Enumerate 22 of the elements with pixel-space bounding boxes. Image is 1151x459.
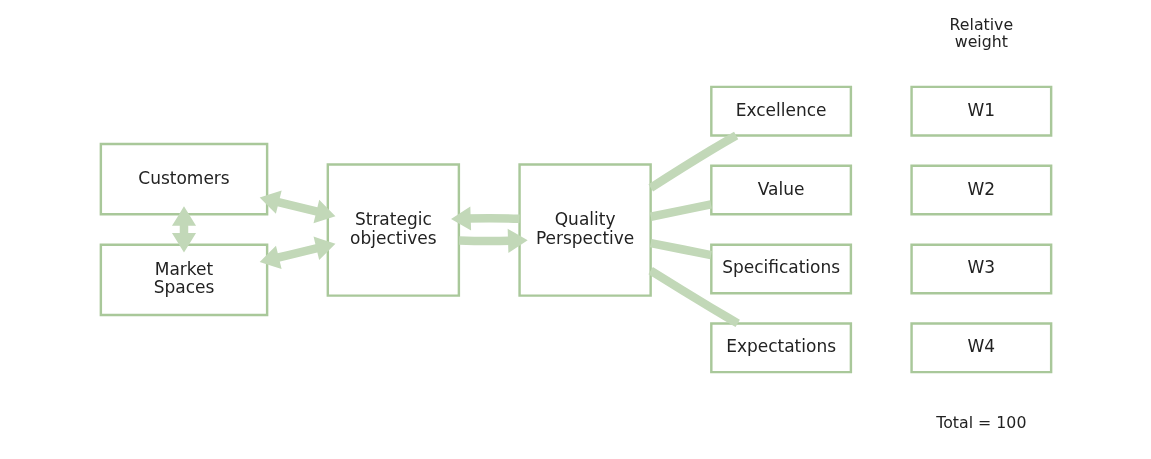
node-box: Value [709,164,852,216]
arrow [450,206,520,231]
node-box: Quality Perspective [517,163,652,297]
arrow [171,206,196,253]
node-box: W2 [909,164,1052,216]
node-box: W3 [909,243,1052,295]
node-box: W1 [909,85,1052,137]
node-box: Expectations [709,322,852,374]
node-box: Market Spaces [99,243,268,317]
node-box: Specifications [709,243,852,295]
connector [647,131,738,192]
connector [649,200,712,221]
node-box: Excellence [709,85,852,137]
connector [649,238,712,260]
arrow [458,228,528,253]
node-box: Strategic objectives [326,163,460,297]
arrow [259,236,335,270]
node-box: W4 [909,322,1052,374]
label: Total = 100 [935,413,1026,433]
label: Relative weight [949,15,1013,52]
arrow [259,190,335,224]
node-box: Customers [99,142,268,216]
